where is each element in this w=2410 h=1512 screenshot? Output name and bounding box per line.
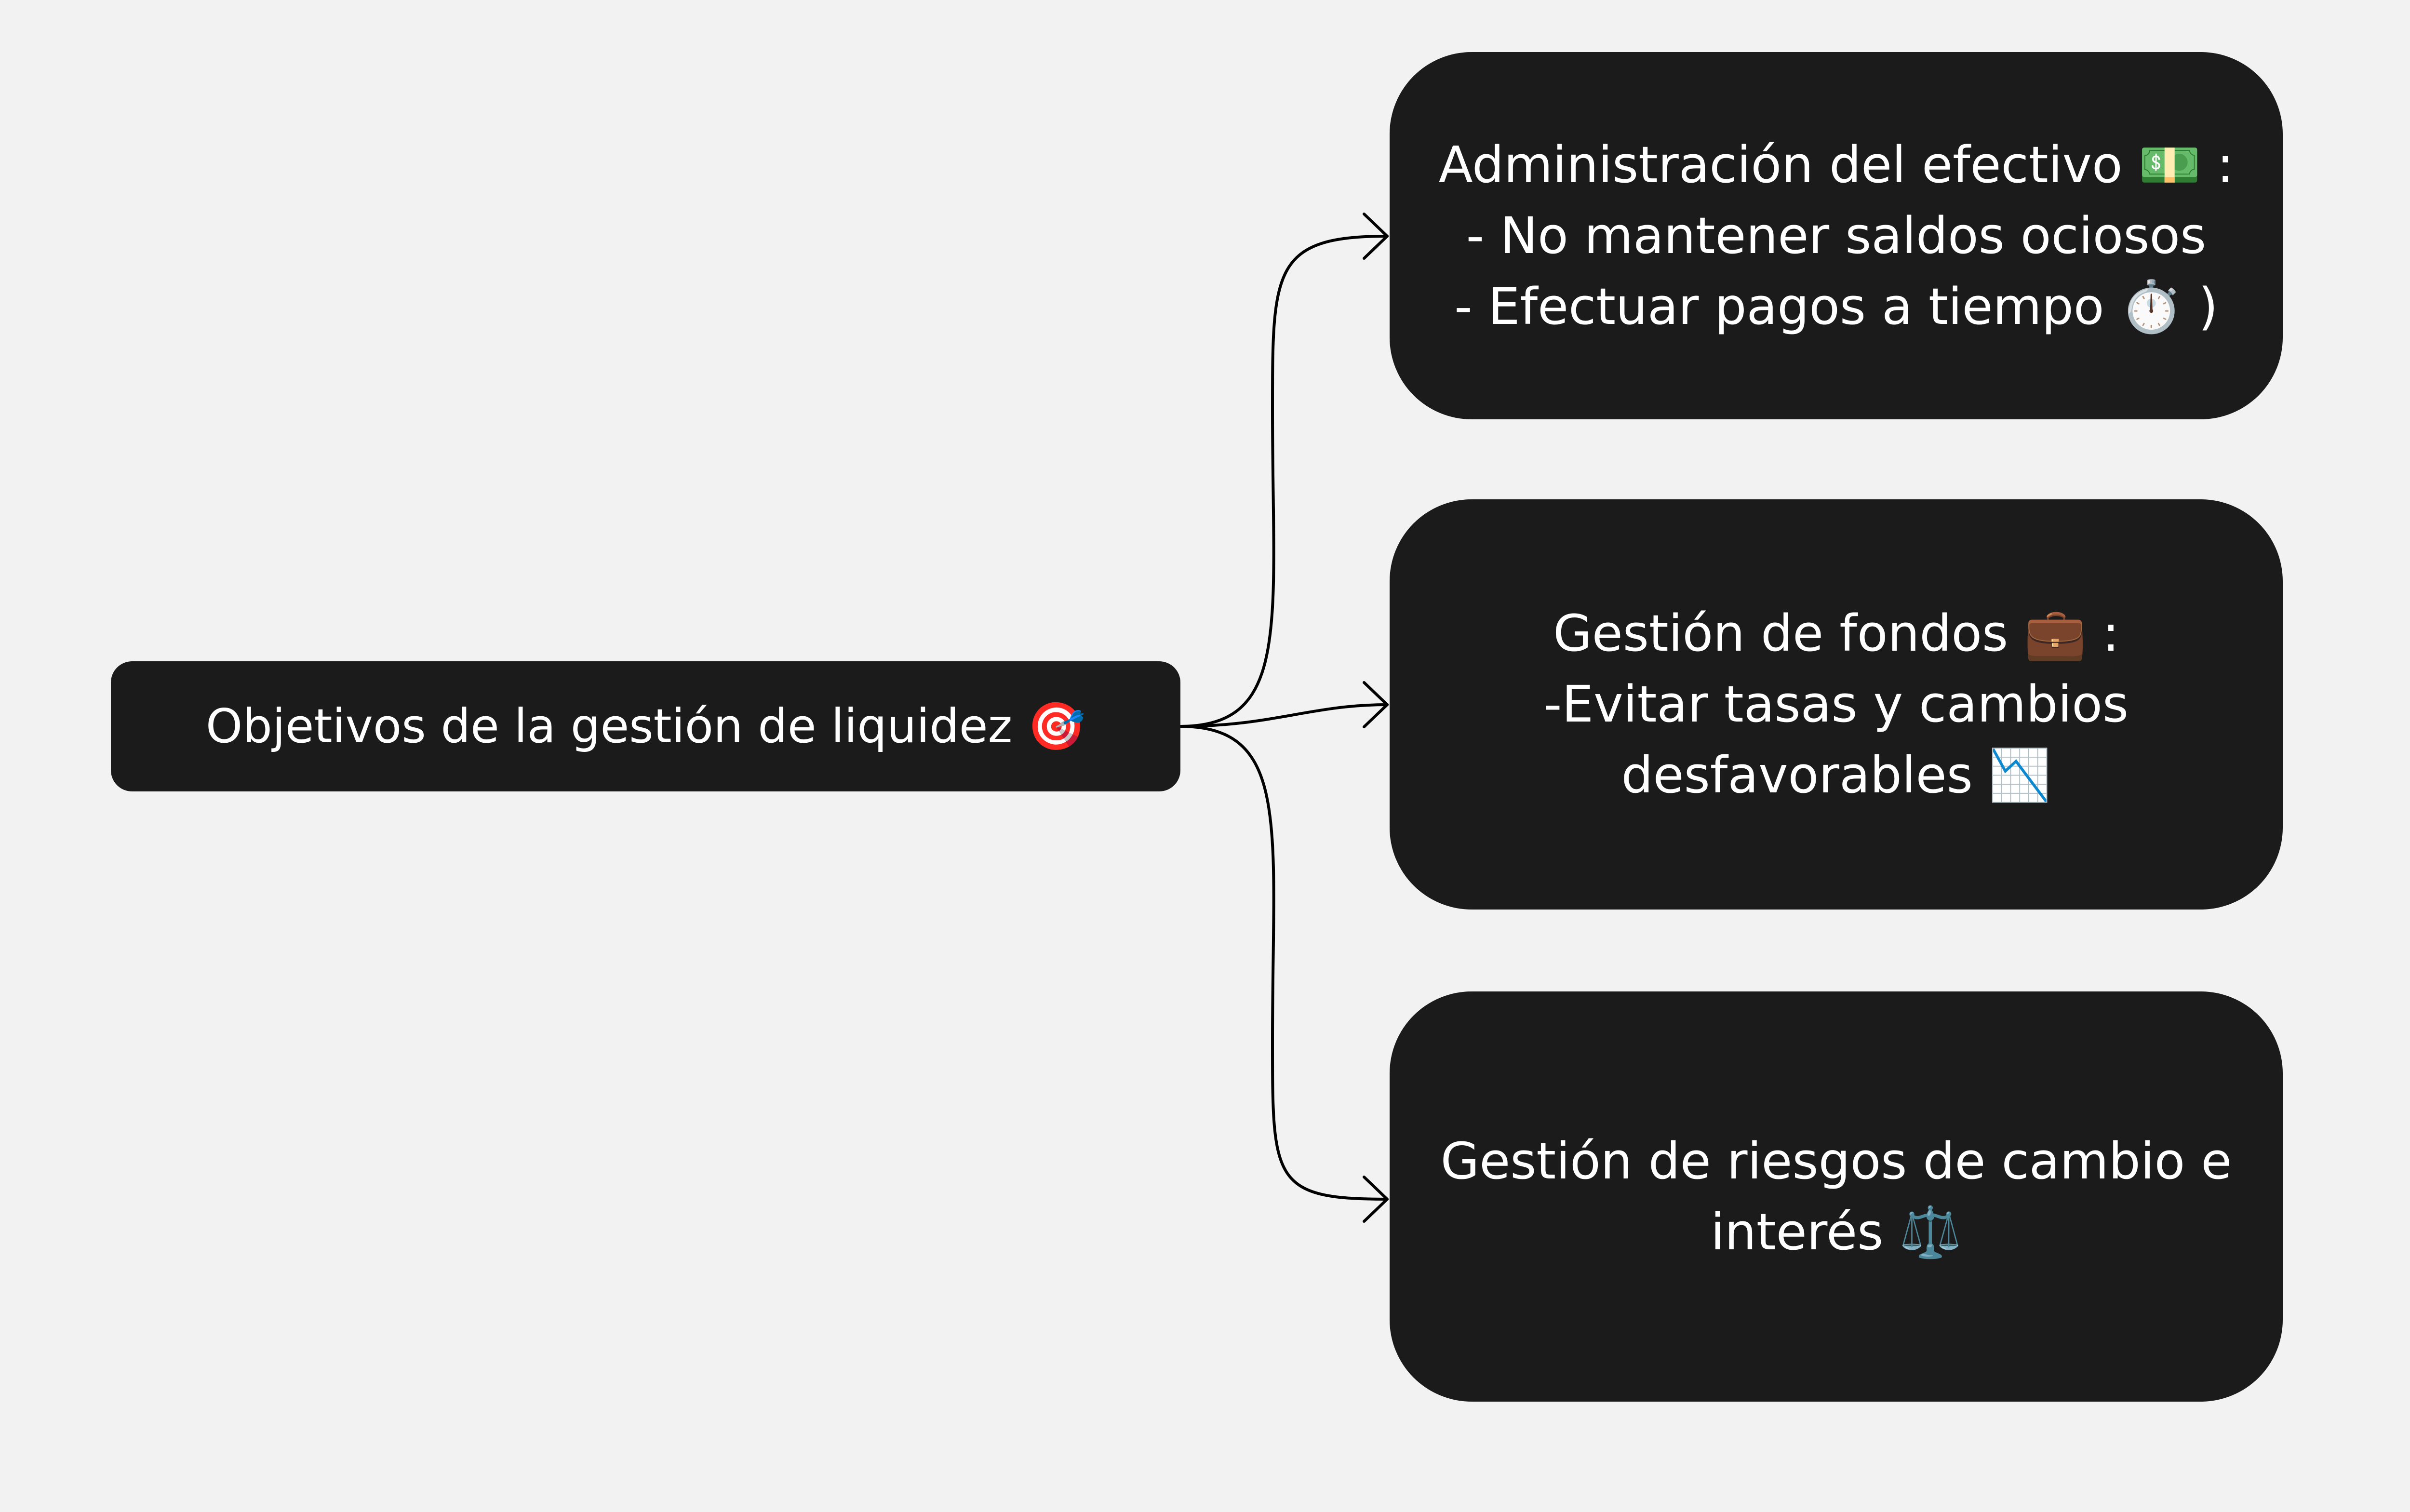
money-icon: 💵 bbox=[2138, 135, 2201, 194]
card-fund-management-text: Gestión de fondos 💼 : -Evitar tasas y ca… bbox=[1544, 598, 2129, 811]
card-risk-management-text: Gestión de riesgos de cambio e interés ⚖… bbox=[1441, 1126, 2232, 1268]
card-line: Gestión de riesgos de cambio e bbox=[1440, 1131, 2232, 1191]
card-line: Gestión de fondos 💼 : bbox=[1544, 598, 2129, 669]
briefcase-icon: 💼 bbox=[2024, 604, 2087, 663]
balance-scale-icon: ⚖️ bbox=[1899, 1202, 1962, 1261]
arrowhead-card-2 bbox=[1363, 681, 1389, 728]
card-line: interés ⚖️ bbox=[1441, 1197, 2232, 1268]
root-node[interactable]: Objetivos de la gestión de liquidez 🎯 bbox=[111, 661, 1180, 791]
card-line: - Efectuar pagos a tiempo ⏱️ ) bbox=[1439, 271, 2234, 342]
card-risk-management[interactable]: Gestión de riesgos de cambio e interés ⚖… bbox=[1390, 991, 2283, 1402]
chart-decreasing-icon: 📉 bbox=[1988, 746, 2051, 804]
card-cash-management[interactable]: Administración del efectivo 💵 : - No man… bbox=[1390, 52, 2283, 419]
stopwatch-icon: ⏱️ bbox=[2120, 277, 2183, 336]
card-line: - No mantener saldos ociosos bbox=[1466, 206, 2207, 265]
target-icon: 🎯 bbox=[1027, 699, 1086, 753]
card-fund-management[interactable]: Gestión de fondos 💼 : -Evitar tasas y ca… bbox=[1390, 499, 2283, 910]
card-line: -Evitar tasas y cambios bbox=[1543, 675, 2129, 734]
card-line: Administración del efectivo 💵 : bbox=[1439, 130, 2234, 201]
root-node-label: Objetivos de la gestión de liquidez 🎯 bbox=[205, 699, 1086, 753]
card-line: desfavorables 📉 bbox=[1544, 740, 2129, 811]
arrowhead-card-3 bbox=[1363, 1176, 1389, 1223]
card-cash-management-text: Administración del efectivo 💵 : - No man… bbox=[1439, 130, 2234, 342]
connector-to-card-2 bbox=[1179, 703, 1389, 728]
connector-to-card-3 bbox=[1179, 725, 1389, 1201]
connector-to-card-1 bbox=[1179, 235, 1389, 728]
arrowhead-card-1 bbox=[1363, 213, 1389, 260]
